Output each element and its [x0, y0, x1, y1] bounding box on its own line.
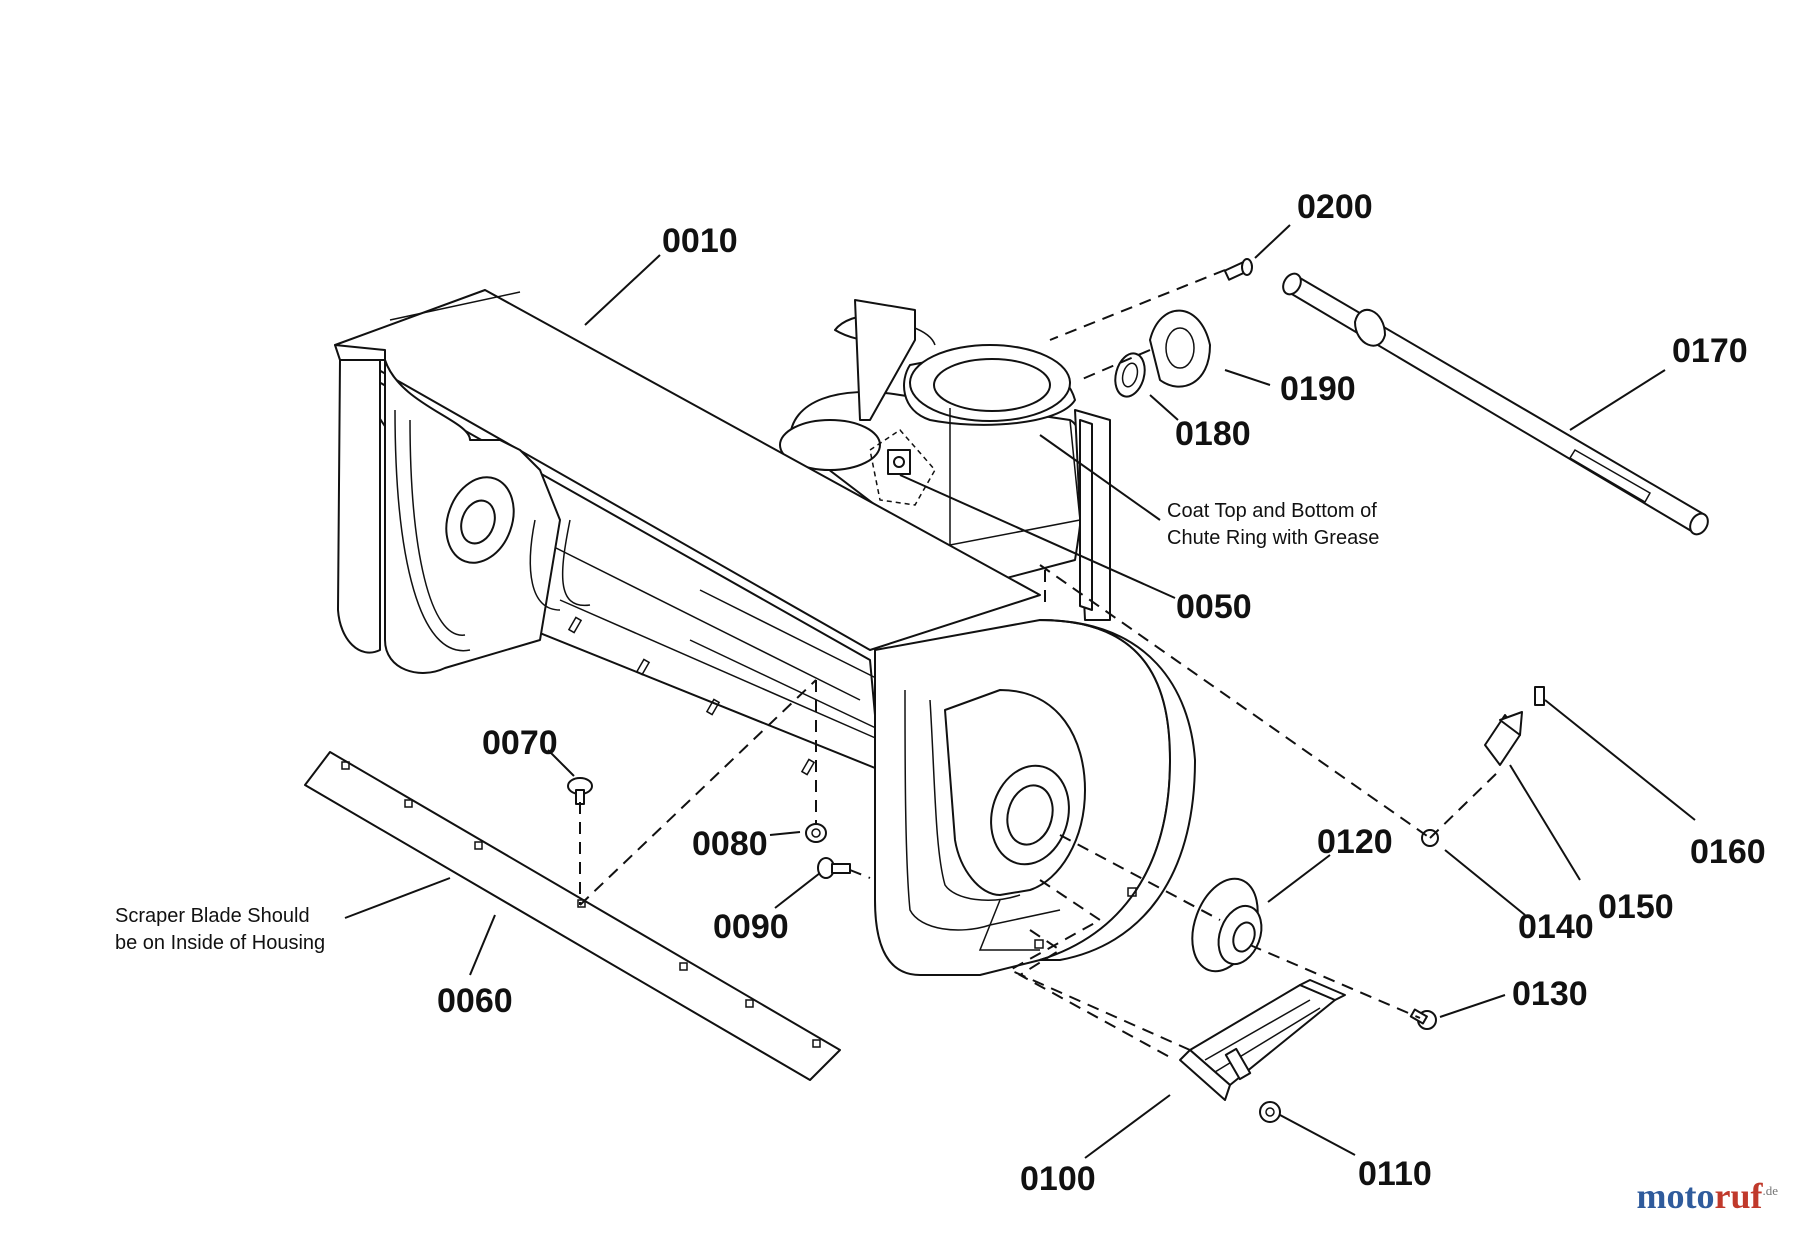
chute-grease-note-line2: Chute Ring with Grease — [1167, 527, 1379, 549]
scraper-blade — [304, 751, 841, 1081]
callout-0160: 0160 — [1690, 833, 1766, 871]
callout-0200: 0200 — [1297, 188, 1373, 226]
callout-0170: 0170 — [1672, 332, 1748, 370]
part-0090-bolt — [817, 857, 851, 879]
scraper-note-line1: Scraper Blade Should — [115, 905, 310, 927]
callout-0080: 0080 — [692, 825, 768, 863]
part-0200-bolt — [1223, 258, 1253, 281]
assembly-lines — [579, 269, 1501, 1061]
skid-shoe — [1179, 979, 1346, 1101]
callout-0050: 0050 — [1176, 588, 1252, 626]
bearing-flange — [1191, 877, 1263, 973]
callout-0120: 0120 — [1317, 823, 1393, 861]
part-0150-wing — [1484, 711, 1523, 766]
watermark-part1: moto — [1636, 1176, 1715, 1216]
callout-0090: 0090 — [713, 908, 789, 946]
callout-labels: 0010 0050 0060 0070 0080 0090 0100 0110 … — [437, 188, 1766, 1198]
callout-0180: 0180 — [1175, 415, 1251, 453]
callout-0010: 0010 — [662, 222, 738, 260]
part-0050-clip — [869, 429, 936, 506]
auger-housing — [334, 289, 1196, 976]
callout-0140: 0140 — [1518, 908, 1594, 946]
watermark-logo: motoruf.de — [1636, 1175, 1778, 1217]
watermark-tld: .de — [1762, 1183, 1778, 1198]
callout-0060: 0060 — [437, 982, 513, 1020]
callout-0190: 0190 — [1280, 370, 1356, 408]
part-0190-flange — [1149, 309, 1211, 388]
chute-grease-note-line1: Coat Top and Bottom of — [1167, 500, 1377, 522]
callout-0070: 0070 — [482, 724, 558, 762]
part-0160-screw — [1534, 686, 1545, 706]
part-0130-bolt — [1409, 1008, 1437, 1030]
callout-0150: 0150 — [1598, 888, 1674, 926]
callout-0110: 0110 — [1358, 1155, 1432, 1193]
scraper-note-line2: be on Inside of Housing — [115, 932, 325, 954]
callout-0100: 0100 — [1020, 1160, 1096, 1198]
part-0110-nut — [1259, 1101, 1281, 1123]
part-0070-carriage-bolt — [567, 777, 593, 805]
watermark-part2: ruf — [1714, 1176, 1763, 1216]
auger-shaft — [1282, 272, 1709, 536]
notes: Coat Top and Bottom of Chute Ring with G… — [115, 500, 1379, 954]
callout-0130: 0130 — [1512, 975, 1588, 1013]
part-0080-nut — [805, 823, 827, 843]
part-0180-bearing — [1114, 352, 1146, 398]
chute-ring — [834, 299, 1111, 621]
leader-lines — [344, 224, 1696, 1159]
